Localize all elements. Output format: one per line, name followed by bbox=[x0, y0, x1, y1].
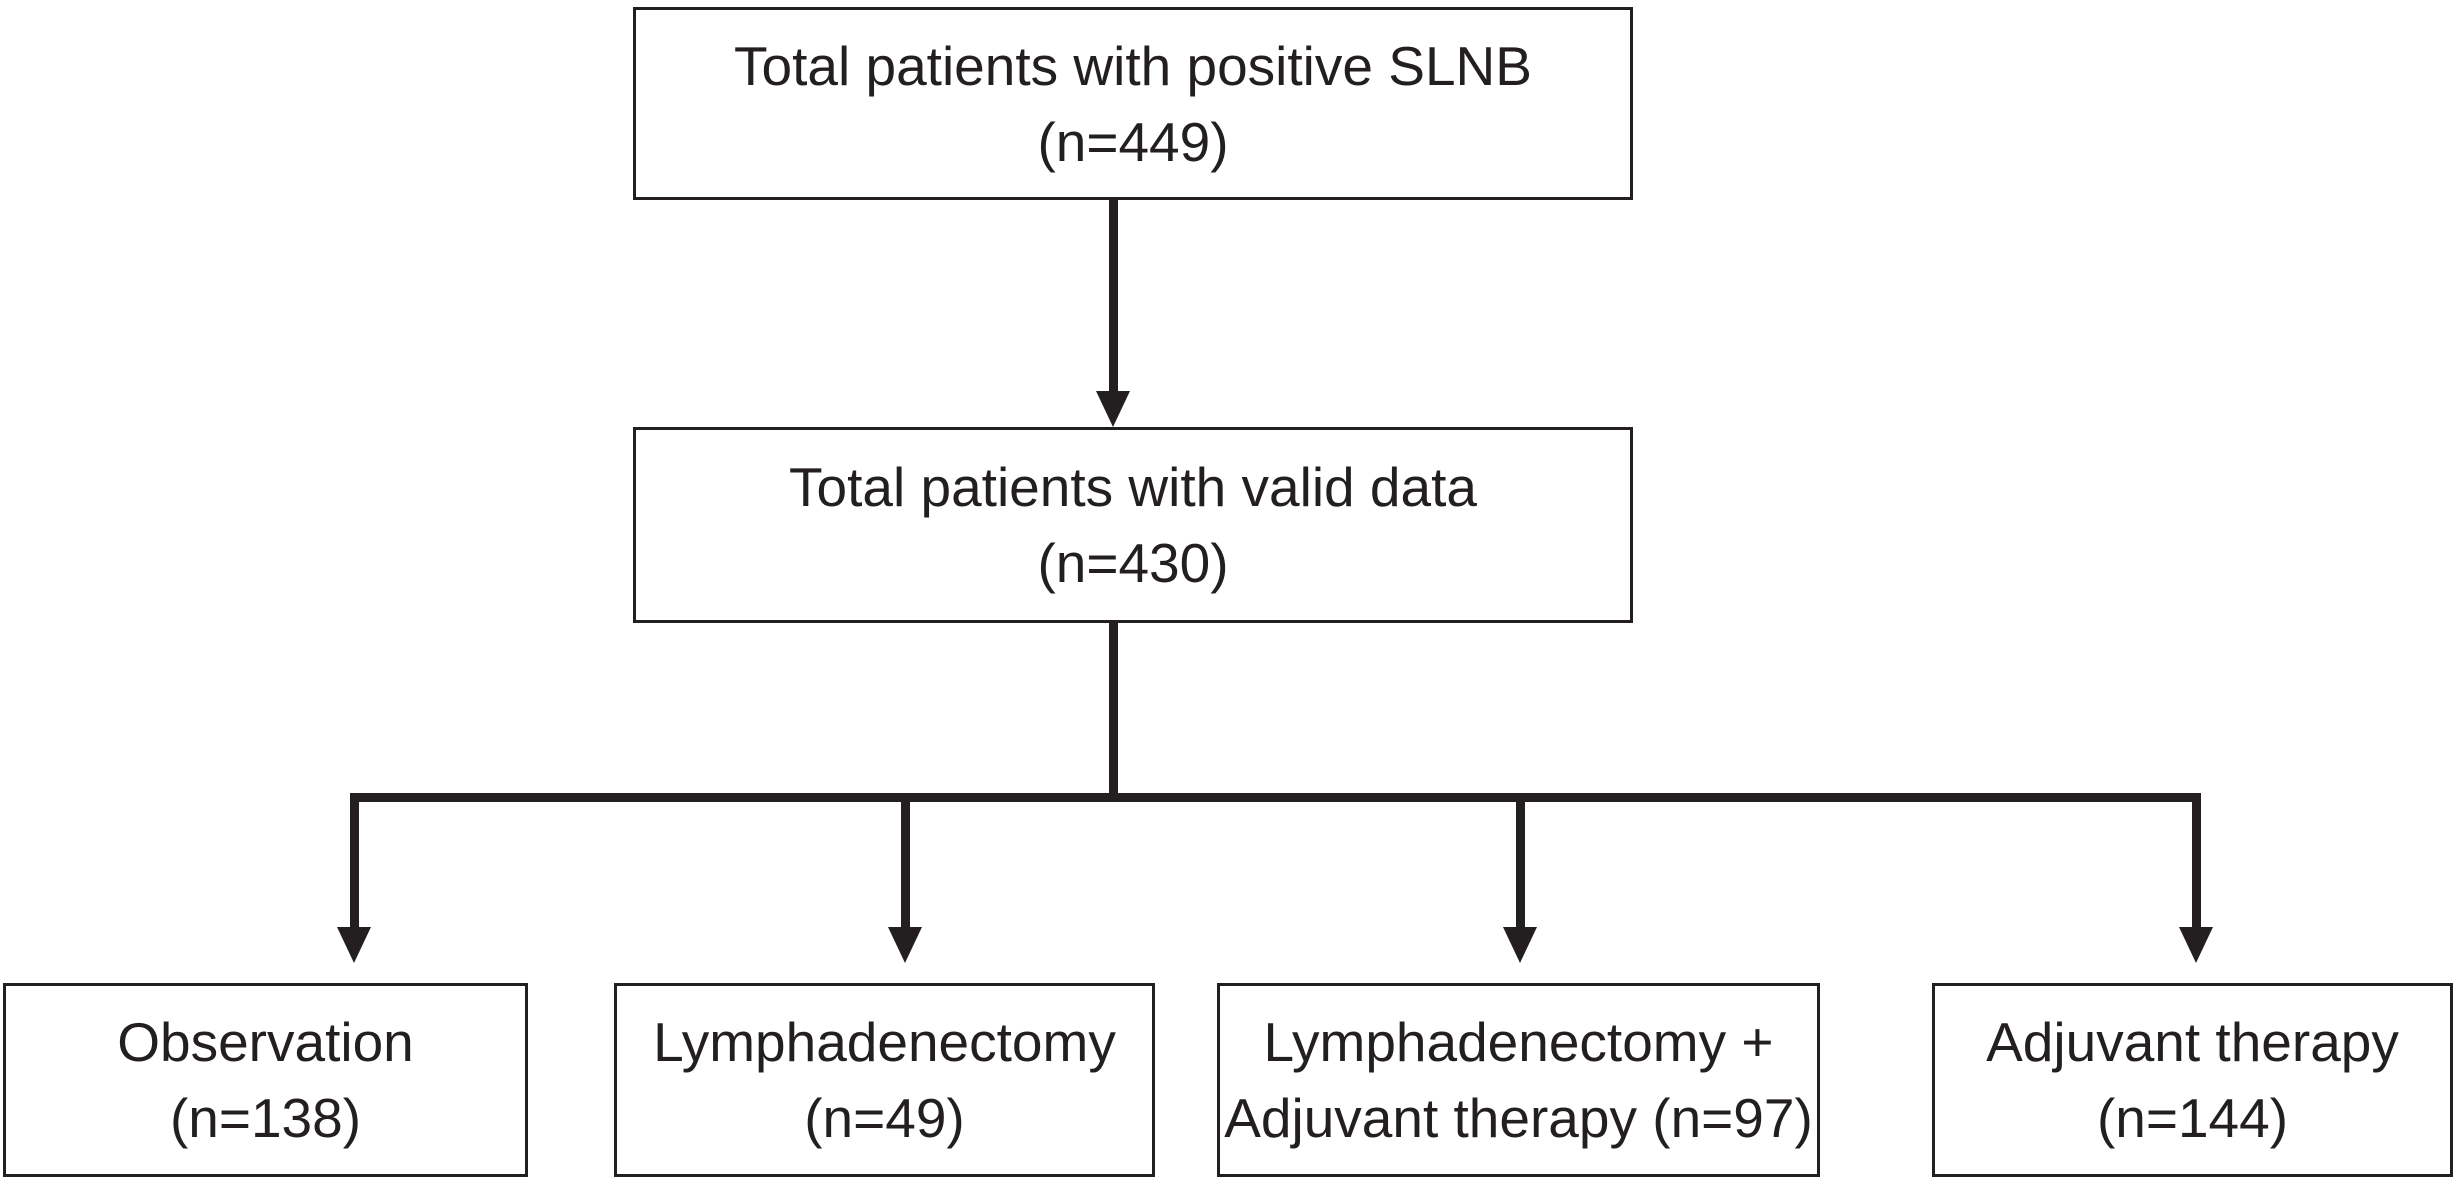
node-text-line1: Total patients with valid data bbox=[789, 456, 1477, 518]
node-text-line2: (n=138) bbox=[169, 1087, 362, 1149]
arrow-down-icon bbox=[1503, 927, 1537, 963]
arrow-down-icon bbox=[888, 927, 922, 963]
node-observation: Observation (n=138) bbox=[3, 983, 528, 1177]
connector-to-lymphadenectomy-adjuvant-shaft bbox=[1516, 793, 1525, 929]
connector-to-adjuvant-shaft bbox=[2192, 793, 2201, 929]
node-text-line2: (n=430) bbox=[1037, 532, 1229, 594]
connector-to-observation-shaft bbox=[350, 793, 359, 929]
node-text-line1: Observation bbox=[117, 1011, 414, 1073]
connector-valid-to-trunk-shaft bbox=[1109, 623, 1118, 802]
node-text-line2: (n=144) bbox=[2096, 1087, 2289, 1149]
node-text-line2: (n=449) bbox=[1037, 110, 1229, 173]
node-text-line1: Lymphadenectomy bbox=[653, 1011, 1116, 1073]
connector-to-lymphadenectomy-shaft bbox=[901, 793, 910, 929]
branch-trunk-line bbox=[350, 793, 2201, 802]
node-total-valid-data: Total patients with valid data (n=430) bbox=[633, 427, 1633, 623]
connector-root-to-valid-shaft bbox=[1109, 200, 1118, 395]
node-lymphadenectomy-adjuvant: Lymphadenectomy + Adjuvant therapy (n=97… bbox=[1217, 983, 1820, 1177]
arrow-down-icon bbox=[2179, 927, 2213, 963]
node-text-line2: (n=49) bbox=[804, 1087, 965, 1149]
node-text-line1: Total patients with positive SLNB bbox=[734, 34, 1532, 97]
node-lymphadenectomy: Lymphadenectomy (n=49) bbox=[614, 983, 1155, 1177]
node-total-positive-slnb: Total patients with positive SLNB (n=449… bbox=[633, 7, 1633, 200]
arrow-down-icon bbox=[1096, 391, 1130, 427]
node-adjuvant-therapy: Adjuvant therapy (n=144) bbox=[1932, 983, 2453, 1177]
node-text-line2: Adjuvant therapy (n=97) bbox=[1224, 1087, 1813, 1149]
node-text-line1: Adjuvant therapy bbox=[1986, 1011, 2399, 1073]
node-text-line1: Lymphadenectomy + bbox=[1263, 1011, 1774, 1073]
arrow-down-icon bbox=[337, 927, 371, 963]
